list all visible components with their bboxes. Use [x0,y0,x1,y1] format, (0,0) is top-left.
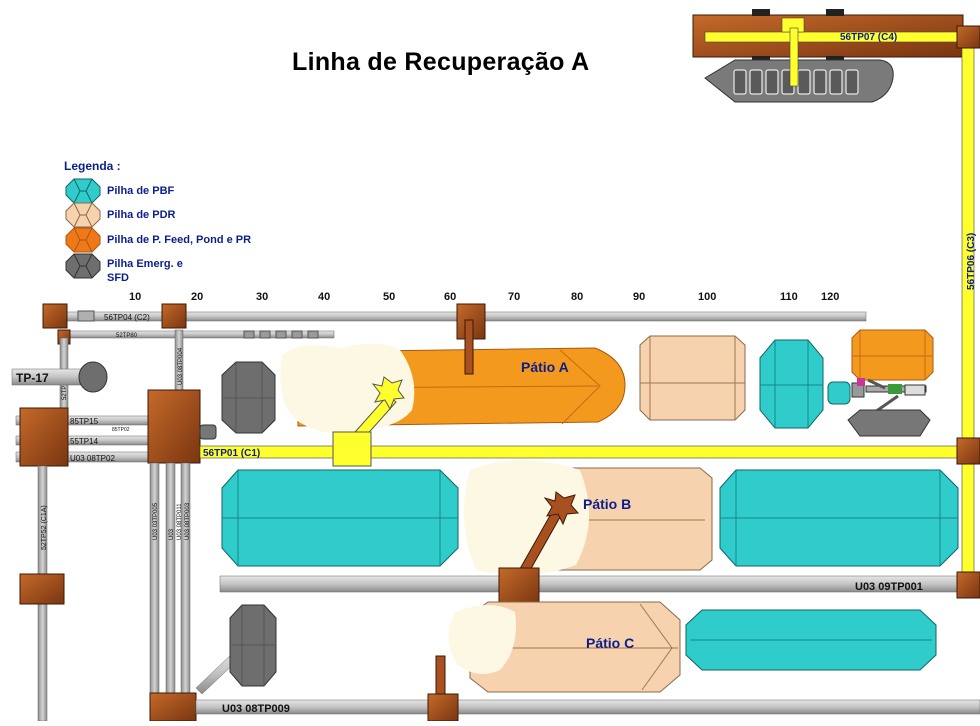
scale-tick: 40 [318,291,330,303]
scale-tick: 120 [821,291,839,303]
pile-pbf-3 [719,469,959,567]
scale-tick: 20 [191,291,203,303]
legend-swatches [65,178,101,279]
label-c1a: 52TP52 (C1A) [41,505,48,550]
label-tp009: U03 08TP009 [222,703,290,715]
scale-tick: 110 [780,291,798,303]
yard-label-a: Pátio A [521,359,569,375]
pile-emerg-1 [221,361,276,434]
label-03tp005: U03 03TP005 [153,502,159,540]
label-08tp004: U03 08TP004 [178,347,184,385]
conveyor-tp009 [195,699,980,715]
pile-feed-a [280,343,626,434]
label-85tp02: 85TP02 [112,427,130,433]
label-c4: 56TP07 (C4) [840,32,897,43]
scale-tick: 10 [129,291,141,303]
scale-row: 10 20 30 40 50 60 70 80 90 100 110 120 [129,291,839,303]
legend-swatch-pdr [65,202,101,228]
scale-tick: 70 [508,291,520,303]
label-08tp011: U03 08TP011 [177,503,183,540]
scale-tick: 100 [698,291,716,303]
scale-tick: 90 [633,291,645,303]
legend-swatch-pbf [65,178,101,204]
pile-pbf-1 [759,339,824,429]
page-title: Linha de Recuperação A [292,48,590,76]
legend-swatch-emerg [65,253,101,279]
pile-pbf-2 [221,469,459,567]
label-u03: U03 [169,528,175,540]
legend-heading: Legenda : [64,159,121,173]
label-c2: 56TP04 (C2) [104,313,150,322]
conveyor-c1 [199,445,966,459]
stacker-machine [827,378,931,437]
legend-item-pdr: Pilha de PDR [107,209,176,221]
pile-feed-2 [851,329,934,381]
legend-item-pbf: Pilha de PBF [107,185,175,197]
pile-pdr-c [448,601,681,693]
label-52tp80: 52TP80 [116,333,138,339]
pile-pdr-b [463,460,713,575]
conveyor-tp001 [219,575,966,593]
yard-label-b: Pátio B [583,496,631,512]
pile-emerg-2 [229,604,277,687]
label-c3: 56TP06 (C3) [966,233,977,290]
ship-unloader [692,9,964,103]
conveyor-c3 [961,31,975,583]
legend-swatch-feed [65,227,101,253]
label-c1: 56TP01 (C1) [203,448,260,459]
label-tp001: U03 09TP001 [855,581,923,593]
label-tp17: TP-17 [16,371,49,385]
scale-tick: 60 [444,291,456,303]
legend-item-feed: Pilha de P. Feed, Pond e PR [107,234,252,246]
pile-pdr-1 [639,335,746,421]
label-52tp51: 52TP51 [62,378,68,400]
label-p14: 55TP14 [70,437,99,446]
label-08tp003: U03 08TP003 [185,502,191,540]
yard-label-c: Pátio C [586,635,634,651]
legend-item-emerg-line2: SFD [107,272,129,284]
pile-pbf-4 [685,609,937,671]
label-p02: U03 08TP02 [70,454,115,463]
label-p15: 85TP15 [70,417,99,426]
scale-tick: 30 [256,291,268,303]
scale-tick: 50 [383,291,395,303]
legend-item-emerg: Pilha Emerg. e [107,258,183,270]
scale-tick: 80 [571,291,583,303]
